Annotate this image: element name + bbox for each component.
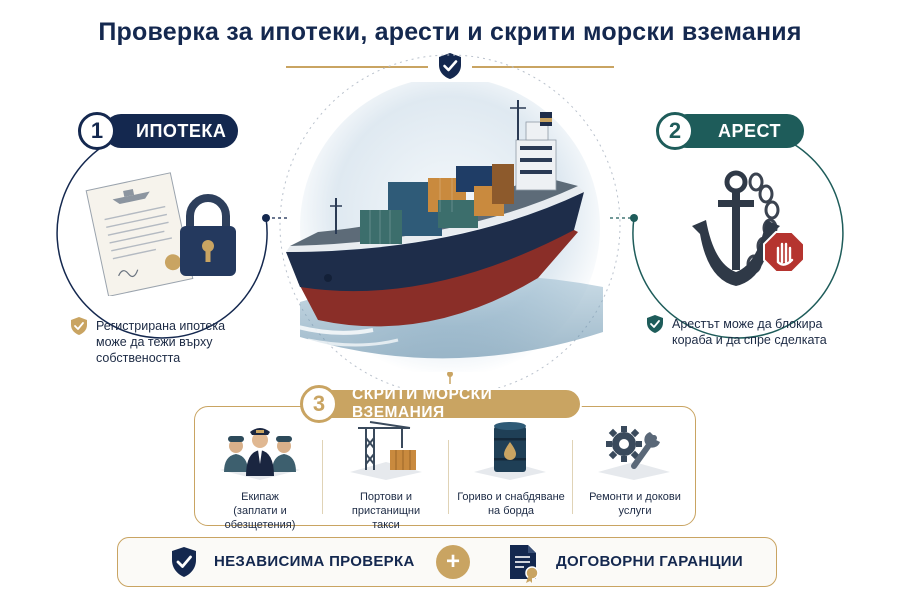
mortgage-note-line: Регистрирана ипотека: [96, 319, 226, 333]
claim-item-line: такси: [372, 519, 400, 531]
contract-guarantees-label: ДОГОВОРНИ ГАРАНЦИИ: [556, 553, 743, 570]
claims-header: СКРИТИ МОРСКИ ВЗЕМАНИЯ: [306, 386, 582, 421]
claims-divider: [322, 440, 323, 514]
claim-item-line: на борда: [487, 505, 535, 517]
claim-item-line: Гориво и снабдяване: [457, 491, 565, 503]
claim-item-line: Екипаж: [241, 491, 279, 503]
crew-icon: [220, 428, 300, 480]
independent-check-label: НЕЗАВИСИМА ПРОВЕРКА: [214, 553, 415, 570]
title-divider-left: [286, 66, 428, 68]
mortgage-label: ИПОТЕКА: [136, 120, 227, 141]
claims-divider: [448, 440, 449, 514]
claims-step-number: 3: [300, 385, 338, 423]
claim-item-line: услуги: [618, 505, 652, 517]
page-title: Проверка за ипотеки, арести и скрити мор…: [98, 18, 802, 46]
claims-divider: [572, 440, 573, 514]
shield-check-icon: [439, 53, 461, 79]
claim-item-line: (заплати и обезщетения): [224, 505, 296, 531]
shield-check-icon: [172, 547, 196, 577]
title-divider-right: [472, 66, 614, 68]
mortgage-step-number: 1: [78, 112, 116, 150]
mortgage-header: ИПОТЕКА: [104, 114, 238, 148]
port-crane-icon: [350, 421, 422, 480]
mortgage-note: Регистрирана ипотека може да тежи върху …: [96, 318, 266, 366]
arrest-label: АРЕСТ: [718, 120, 782, 141]
plus-icon: +: [436, 545, 470, 579]
cargo-ship-illustration: [286, 82, 603, 372]
arrest-note-line: кораба и да спре сделката: [672, 333, 827, 347]
mortgage-note-shield-icon: [71, 317, 87, 335]
anchor-stop-icon: [692, 170, 805, 286]
claim-item-line: Портови и пристанищни: [351, 491, 421, 517]
arrest-step-number: 2: [656, 112, 694, 150]
claim-item-repair-label: Ремонти и докови услуги: [576, 490, 694, 518]
arrest-note-line: Арестът може да блокира: [672, 317, 823, 331]
mortgage-note-line: собствеността: [96, 351, 181, 365]
arrest-note: Арестът може да блокира кораба и да спре…: [672, 316, 842, 348]
mortgage-note-line: може да тежи върху: [96, 335, 213, 349]
mortgage-document-lock-icon: [85, 172, 236, 296]
claims-label: СКРИТИ МОРСКИ ВЗЕМАНИЯ: [352, 386, 493, 421]
arrest-note-shield-icon: [647, 315, 663, 333]
contract-certificate-icon: [510, 545, 539, 583]
claim-item-crew-label: Екипаж (заплати и обезщетения): [200, 490, 320, 532]
claim-item-port-label: Портови и пристанищни такси: [326, 490, 446, 532]
repair-tools-icon: [598, 426, 670, 480]
claim-item-fuel-label: Гориво и снабдяване на борда: [452, 490, 570, 518]
fuel-barrel-icon: [474, 422, 546, 480]
claim-item-line: Ремонти и докови: [589, 491, 681, 503]
